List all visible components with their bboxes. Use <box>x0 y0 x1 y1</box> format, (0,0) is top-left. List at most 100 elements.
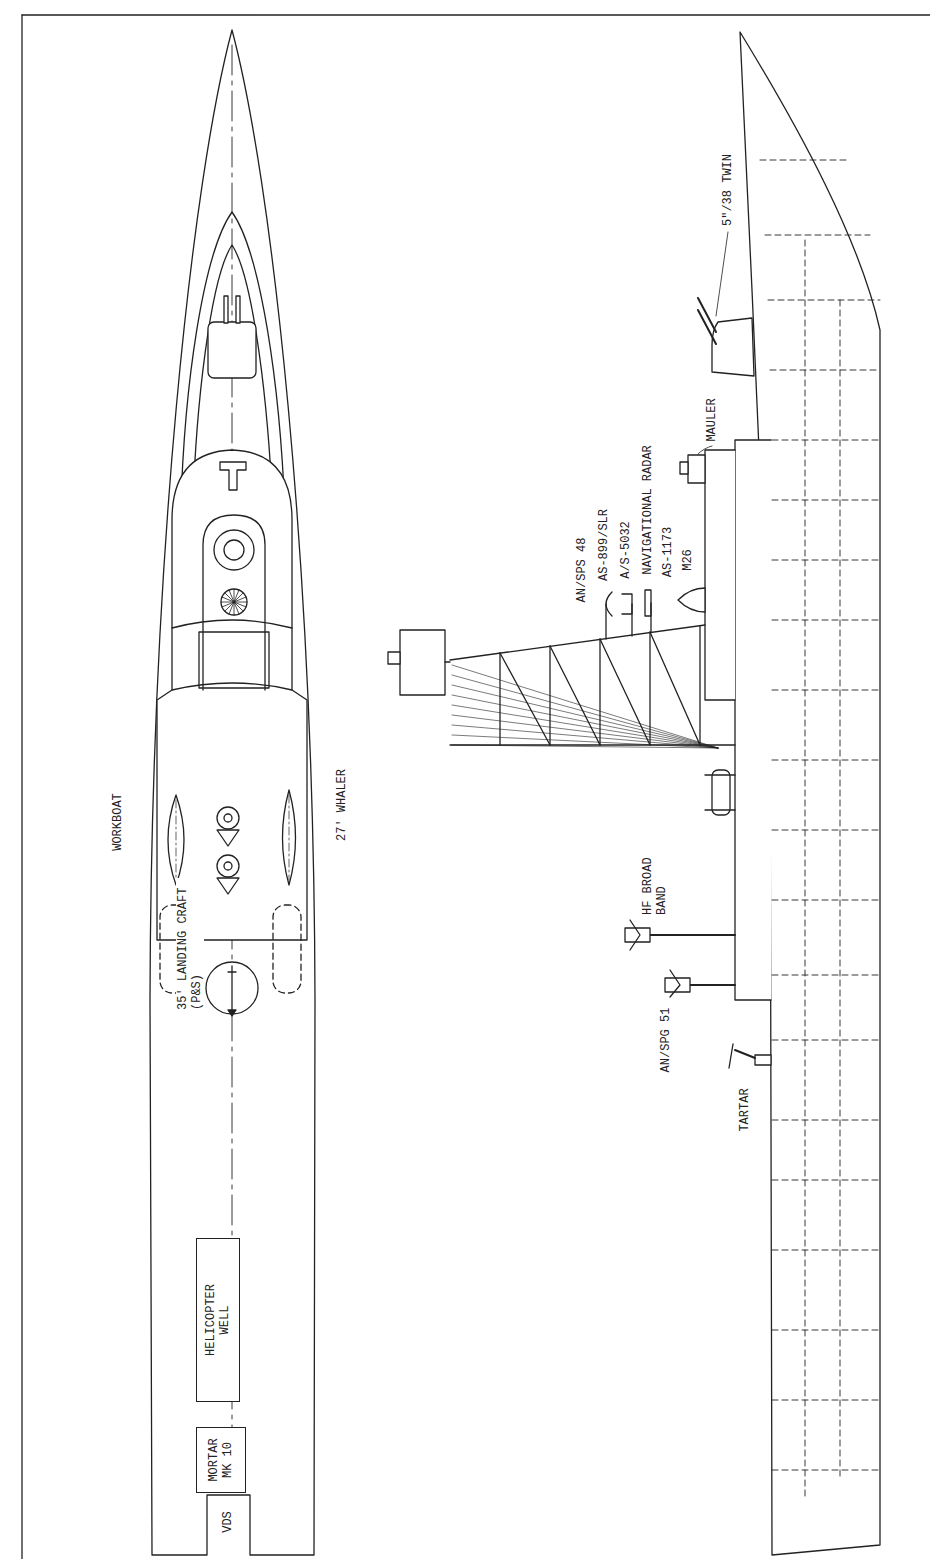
compartment-line <box>765 235 870 236</box>
superstructure-plan <box>199 632 269 688</box>
compartment-line <box>772 620 880 621</box>
gun-mount-plan <box>208 296 256 378</box>
part-label: AS-1173 <box>661 525 675 579</box>
tartar-launcher <box>755 1055 771 1065</box>
gun-profile <box>716 232 728 316</box>
superstructure-plan <box>157 450 307 940</box>
tartar-launcher <box>729 1044 733 1068</box>
director-plan <box>224 862 232 870</box>
launcher-plan <box>231 966 232 1012</box>
compartment-line <box>772 690 880 691</box>
boat-profile <box>712 770 730 815</box>
compartment-line <box>768 300 880 301</box>
radar-antenna <box>645 590 651 616</box>
compartment-line <box>772 830 880 831</box>
superstructure-plan <box>224 540 244 560</box>
boat-plan <box>289 795 290 880</box>
mast <box>650 632 700 745</box>
director-plan <box>217 830 239 846</box>
compartment-line <box>805 240 806 1500</box>
compartment-line <box>772 760 880 761</box>
boat-plan <box>176 800 177 880</box>
compartment-line <box>772 900 880 901</box>
tartar-launcher <box>735 1050 755 1058</box>
compartment-line <box>772 1400 880 1401</box>
part-label: TARTAR <box>738 1086 752 1133</box>
plan-hull <box>150 30 315 1555</box>
launcher-plan <box>206 962 258 1014</box>
radar-antenna <box>678 588 705 612</box>
tartar-launcher <box>729 1044 771 1068</box>
hf-antenna <box>452 725 718 748</box>
part-label: NAVIGATIONAL RADAR <box>641 443 655 577</box>
hf-antenna <box>452 695 718 748</box>
compartment-line <box>772 975 880 976</box>
superstructure-plan <box>221 589 247 615</box>
boat-profile <box>705 770 735 815</box>
mauler-launcher <box>680 446 712 483</box>
compartment-line <box>770 370 880 371</box>
part-label: AS-899/SLR <box>597 507 611 583</box>
superstructure-profile <box>705 450 735 700</box>
gun-profile <box>712 318 754 376</box>
hf-antenna <box>452 715 718 748</box>
part-label: 35' LANDING CRAFT (P&S) <box>176 878 204 1012</box>
compartment-line <box>772 1250 880 1251</box>
superstructure-profile <box>705 440 771 1000</box>
boat-plan <box>283 790 296 885</box>
part-label: AN/SPG 51 <box>659 1006 673 1075</box>
part-label: WORKBOAT <box>111 791 125 853</box>
box-text: HELICOPTER WELL <box>204 1278 232 1362</box>
radar-antenna <box>622 594 632 614</box>
gun-profile <box>698 232 754 376</box>
compartment-line <box>840 300 841 1480</box>
frame-line <box>22 14 930 15</box>
hf-antenna <box>452 675 718 748</box>
superstructure-plan <box>220 462 246 490</box>
gun-mount-plan <box>208 322 256 378</box>
mast <box>450 625 735 745</box>
compartment-line <box>772 1330 880 1331</box>
part-label: 27' WHALER <box>335 767 349 843</box>
frame-line <box>21 15 22 1559</box>
mast <box>499 653 500 745</box>
radar-antenna <box>650 603 651 632</box>
compartment-line <box>772 1180 880 1181</box>
superstructure-profile <box>735 440 771 1000</box>
part-label: 5"/38 TWIN <box>721 152 735 228</box>
superstructure-plan <box>172 683 292 690</box>
launcher-plan <box>228 1010 236 1016</box>
gun-mount-plan <box>236 296 240 323</box>
director-plan <box>224 814 232 822</box>
superstructure-plan <box>157 450 307 940</box>
radar-antenna <box>605 604 606 639</box>
compartment-line <box>760 160 850 161</box>
director-profile <box>650 934 735 936</box>
superstructure-plan <box>203 515 265 690</box>
radar-antenna <box>388 588 705 695</box>
part-label: VDS <box>221 1509 235 1535</box>
director-profile <box>630 920 640 950</box>
superstructure-plan <box>214 530 254 570</box>
part-label: A/S-5032 <box>619 519 633 581</box>
radar-antenna <box>606 592 612 616</box>
director-plan <box>217 855 239 877</box>
compartment-line <box>772 1040 880 1041</box>
frame-line <box>22 15 930 1559</box>
boat-plan <box>273 905 301 993</box>
radar-antenna <box>445 661 450 662</box>
compartment-line <box>760 160 880 1500</box>
mauler-launcher <box>698 446 712 454</box>
hf-antenna <box>452 665 718 748</box>
mauler-launcher <box>688 455 705 483</box>
director-plan <box>217 878 239 894</box>
compartment-line <box>772 1120 880 1121</box>
part-label: HF BROAD BAND <box>641 843 669 917</box>
director-profile <box>625 920 735 997</box>
labelled-box: HELICOPTER WELL <box>196 1238 240 1402</box>
director-plan <box>217 807 239 829</box>
mast <box>699 626 700 745</box>
radar-antenna <box>400 630 445 695</box>
gun-mount-plan <box>224 296 228 323</box>
